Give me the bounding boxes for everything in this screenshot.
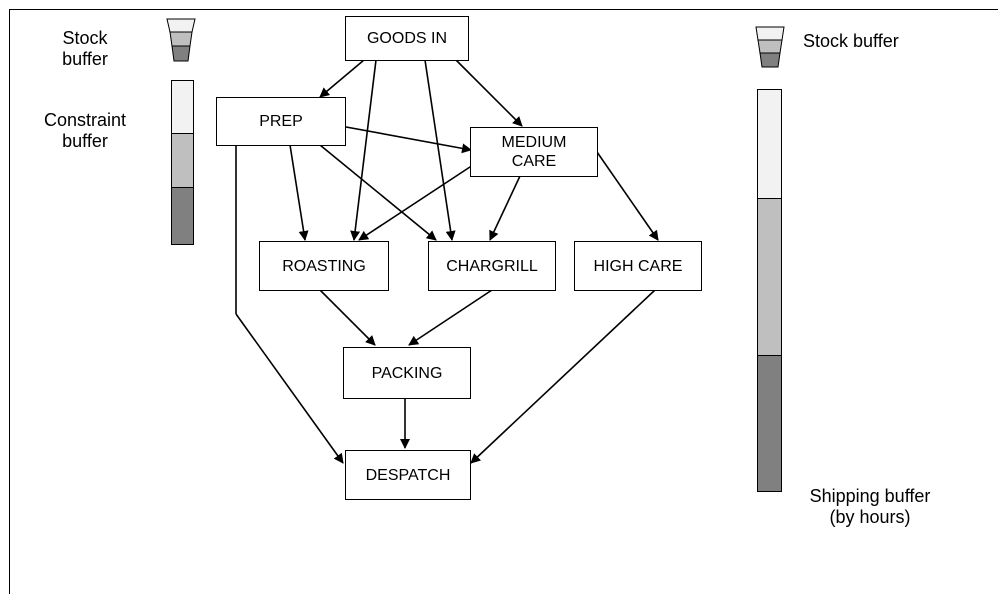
legend-stock-buffer-right: Stock buffer	[803, 31, 899, 51]
edge-roasting-packing	[319, 289, 376, 346]
edge-mediumcare-roasting	[358, 164, 474, 241]
stock-buffer-icon-right	[755, 26, 785, 68]
legend-stock-buffer-left: Stock buffer	[62, 28, 108, 69]
edge-prep-mediumcare	[345, 126, 472, 154]
edge-prep-roasting	[289, 144, 309, 241]
diagram-frame	[9, 9, 998, 594]
node-roasting: ROASTING	[259, 241, 389, 291]
edge-goodsin-roasting	[350, 59, 377, 241]
node-medium-care: MEDIUM CARE	[470, 127, 598, 177]
shipping-buffer-dark	[757, 355, 782, 492]
edge-goodsin-mediumcare	[455, 59, 523, 127]
node-high-care: HIGH CARE	[574, 241, 702, 291]
shipping-buffer-light	[757, 89, 782, 199]
shipping-buffer-mid	[757, 198, 782, 356]
constraint-buffer-mid	[171, 133, 194, 188]
node-despatch: DESPATCH	[345, 450, 471, 500]
legend-constraint-buffer: Constraint buffer	[43, 110, 127, 151]
stock-buffer-icon-left	[166, 18, 196, 62]
edge-goodsin-chargrill	[424, 59, 456, 241]
edge-prep-despatch-b	[235, 313, 344, 464]
node-goods-in: GOODS IN	[345, 16, 469, 61]
node-packing: PACKING	[343, 347, 471, 399]
constraint-buffer-dark	[171, 187, 194, 245]
node-prep: PREP	[216, 97, 346, 146]
edge-chargrill-packing	[408, 289, 493, 346]
legend-shipping-buffer: Shipping buffer (by hours)	[809, 486, 931, 527]
edge-prep-chargrill	[319, 144, 437, 241]
edge-highcare-despatch	[470, 289, 656, 464]
edge-mediumcare-chargrill	[489, 175, 521, 241]
node-chargrill: CHARGRILL	[428, 241, 556, 291]
constraint-buffer-light	[171, 80, 194, 134]
edge-goodsin-prep	[319, 59, 365, 98]
edge-mediumcare-highcare	[596, 151, 659, 241]
